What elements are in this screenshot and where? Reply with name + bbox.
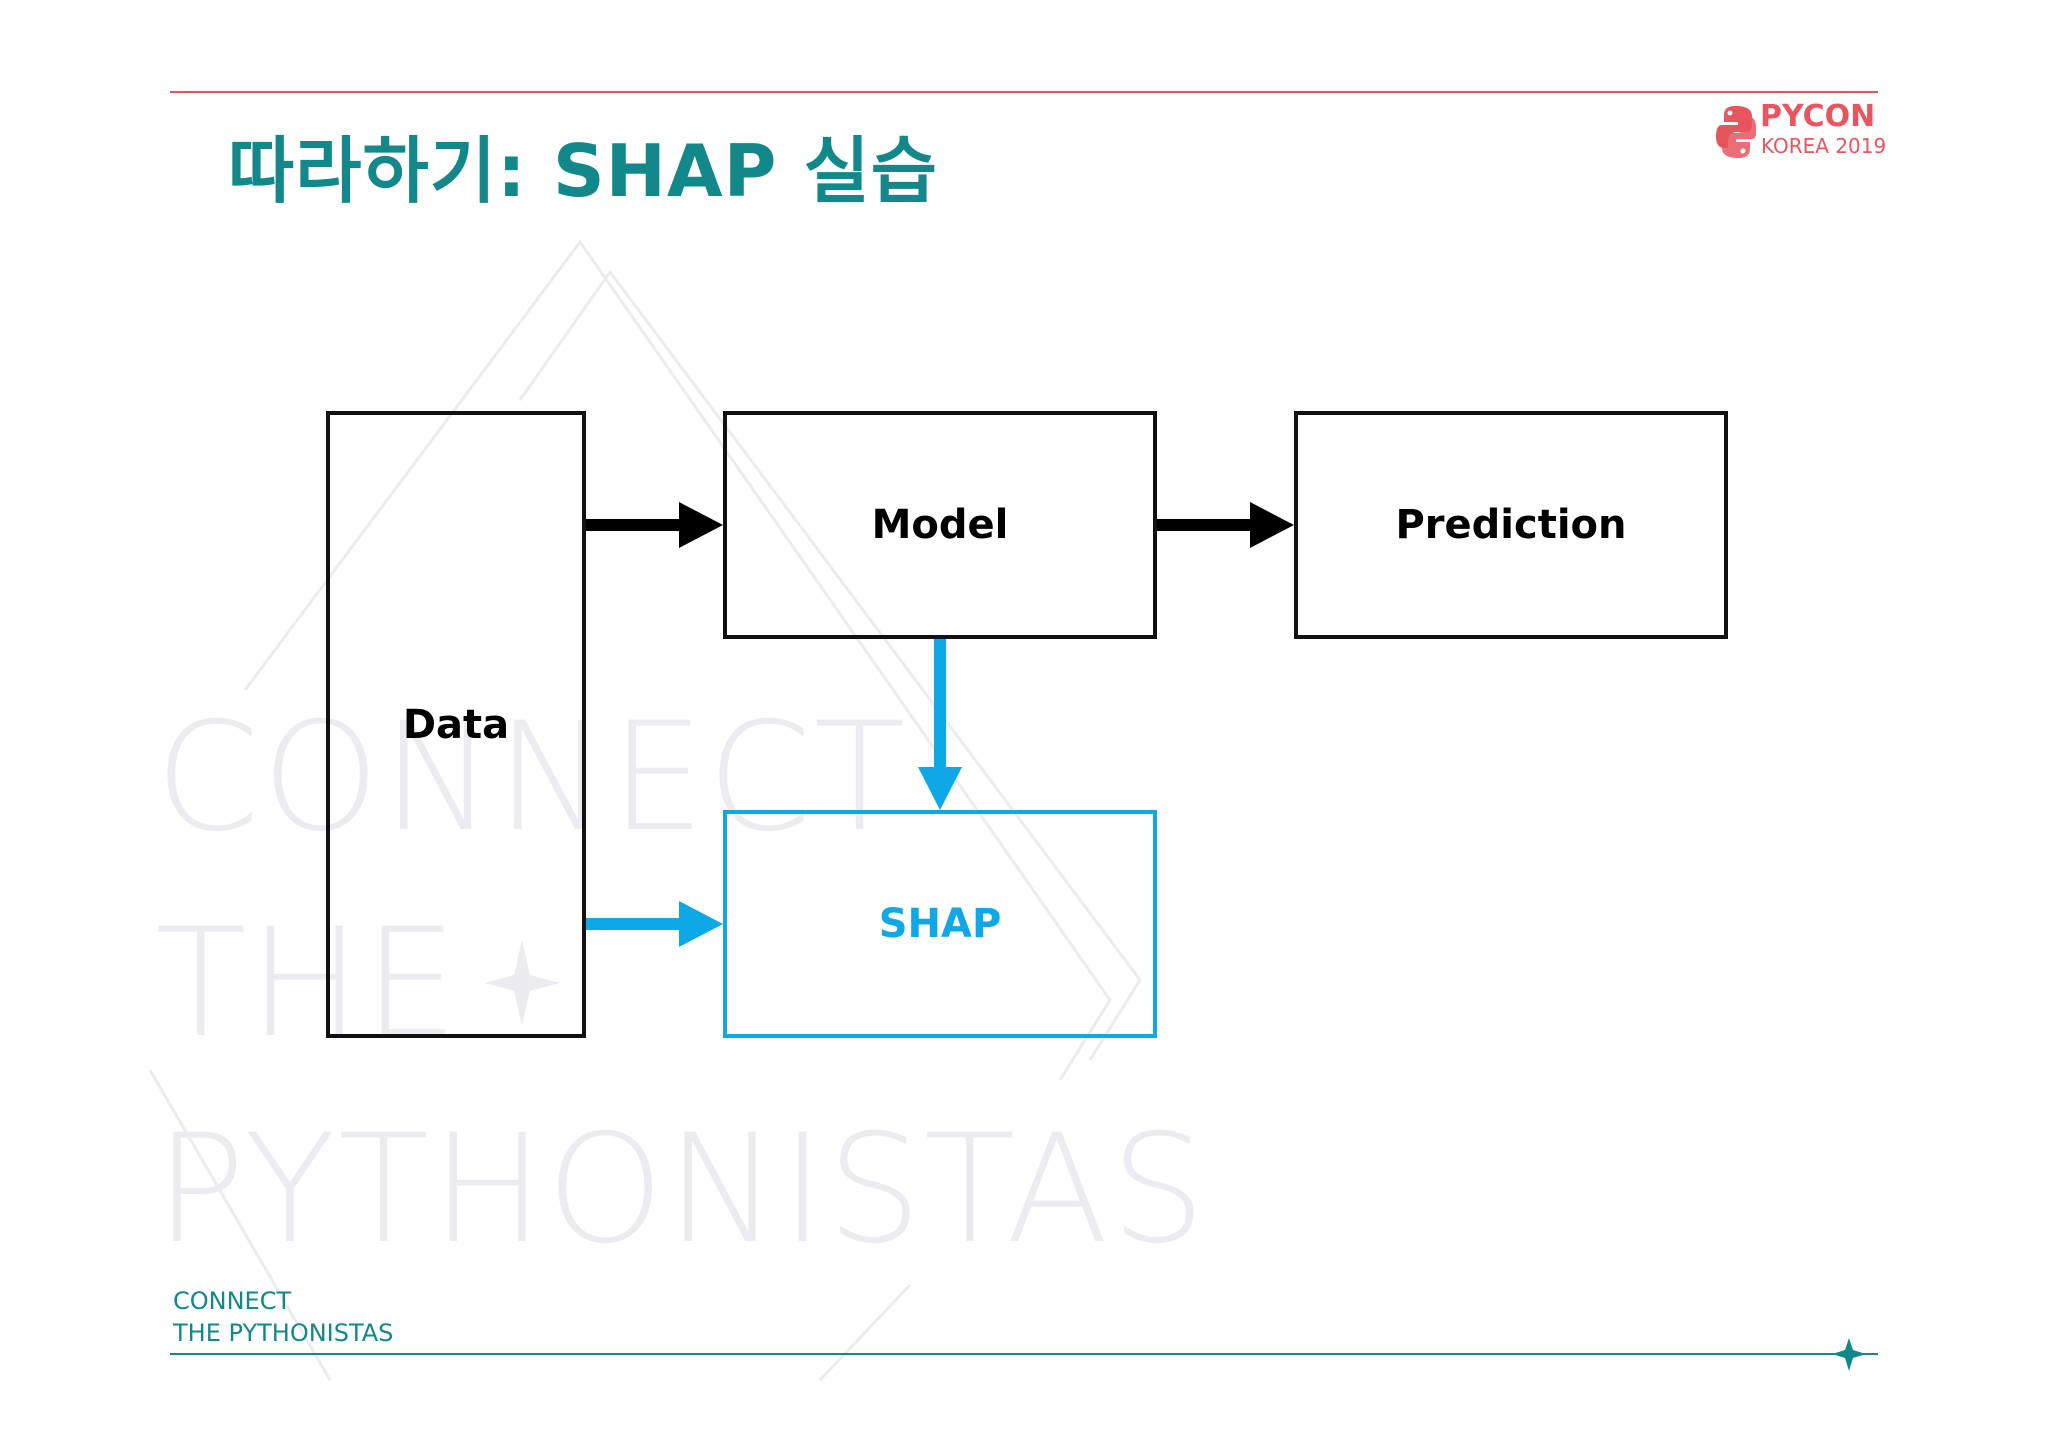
- logo-title: PYCON: [1760, 99, 1876, 134]
- arrow-data-to-shap: [586, 901, 723, 947]
- watermark-line: CONNECT: [155, 691, 908, 865]
- data-node-label: Data: [402, 701, 510, 748]
- bottom-rule: [170, 1353, 1878, 1355]
- top-rule: [170, 91, 1878, 93]
- arrow-model-to-prediction: [1157, 502, 1294, 548]
- logo-subtitle: KOREA 2019: [1761, 134, 1887, 158]
- model-node-label: Model: [871, 502, 1009, 548]
- footer-line-2: THE PYTHONISTAS: [173, 1319, 394, 1347]
- python-icon: [1716, 106, 1756, 158]
- arrow-model-to-shap: [918, 639, 962, 810]
- footer-line-1: CONNECT: [173, 1287, 292, 1315]
- pycon-logo: PYCON KOREA 2019: [1716, 99, 1886, 162]
- data-node: Data: [326, 411, 586, 1038]
- prediction-node: Prediction: [1294, 411, 1728, 639]
- arrow-data-to-model: [586, 502, 723, 548]
- shap-node: SHAP: [723, 810, 1157, 1038]
- prediction-node-label: Prediction: [1395, 502, 1627, 548]
- watermark-line: PYTHONISTAS: [155, 1103, 1208, 1277]
- slide-title: 따라하기: SHAP 실습: [228, 129, 938, 213]
- model-node: Model: [723, 411, 1157, 639]
- shap-node-label: SHAP: [878, 901, 1002, 947]
